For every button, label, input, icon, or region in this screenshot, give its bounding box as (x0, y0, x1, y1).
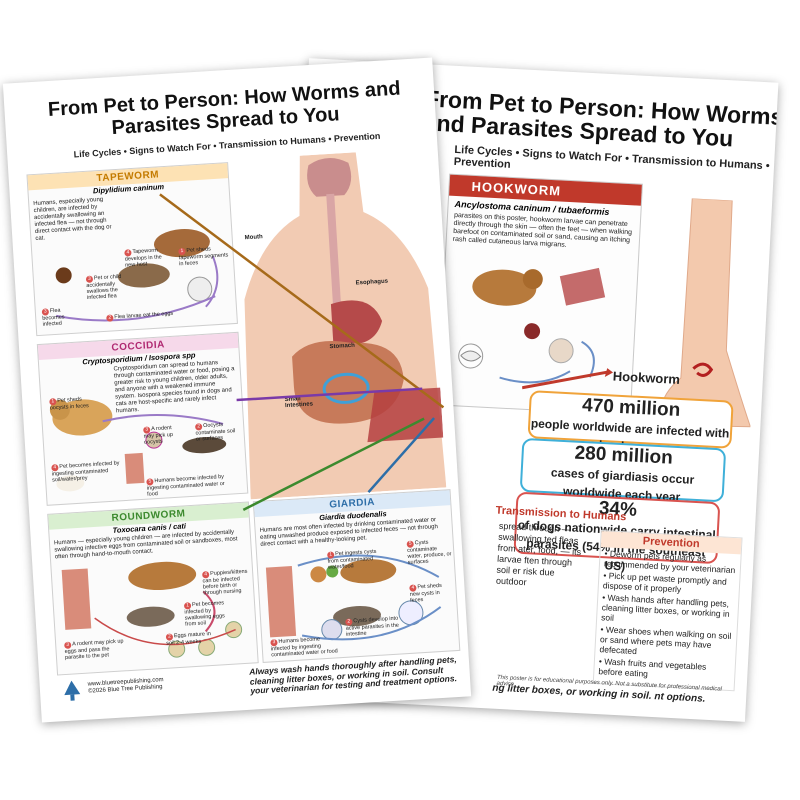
tree-logo-icon (64, 680, 81, 701)
roundworm-lifecycle-illustration (61, 561, 243, 658)
dog-head-illustration (522, 269, 543, 290)
puppy-white-illustration (56, 475, 85, 492)
coccidia-panel: COCCIDIA Cryptosporidium / Isospora spp … (36, 331, 249, 506)
hookworm-lifecycle-illustration (458, 267, 606, 384)
prevention-panel: Prevention • Deworm pets regularly as re… (592, 530, 743, 692)
intestine-illustration (524, 323, 541, 340)
human-body-illustration (244, 152, 447, 500)
back-poster-title: From Pet to Person: How Worms and Parasi… (423, 85, 779, 152)
produce-illustration (310, 566, 327, 583)
mouth-organ (307, 158, 352, 197)
giardia-lifecycle-illustration (265, 554, 442, 641)
transmission-text: spread through — swallowing ted fleas fr… (495, 520, 582, 588)
human-illustration (61, 568, 92, 630)
stat-value: 470 million (581, 394, 681, 422)
human-torso-illustration (124, 452, 145, 484)
dog-illustration (117, 263, 170, 288)
mole-illustration (182, 437, 227, 454)
front-poster: From Pet to Person: How Worms and Parasi… (2, 57, 472, 723)
tapeworm-panel: TAPEWORM Dipylidium caninum Humans, espe… (26, 162, 238, 337)
hookworm-panel: HOOKWORM Ancylostoma caninum / tubaeform… (437, 173, 643, 416)
coccidia-lifecycle-illustration (49, 399, 227, 492)
cat-illustration (333, 606, 381, 627)
skin-section-illustration (559, 267, 606, 306)
egg-circle-illustration (548, 338, 574, 364)
roundworm-panel: ROUNDWORM Toxocara canis / cati Humans —… (47, 501, 259, 676)
back-poster: From Pet to Person: How Worms and Parasi… (275, 58, 779, 722)
larvae-circle-illustration (458, 343, 484, 369)
giardia-panel: GIARDIA Giardia duodenalis Humans are mo… (252, 489, 461, 663)
human-illustration (265, 565, 297, 638)
foot-illustration (659, 197, 752, 428)
hookworm-pointer-arrow (521, 368, 614, 390)
flea-illustration (55, 267, 72, 284)
worm-illustration (202, 590, 216, 633)
dog-illustration (472, 269, 537, 306)
intestine-closeup (367, 387, 444, 443)
organ-label: Small Intestines (284, 396, 314, 410)
publisher-info: www.bluetreepublishing.com ©2026 Blue Tr… (88, 677, 165, 696)
dog-illustration (340, 559, 397, 584)
stat-value: 280 million (574, 442, 674, 469)
dog-illustration (128, 561, 197, 591)
organ-label: Mouth (244, 234, 263, 242)
hookworm-on-foot (692, 362, 714, 377)
cat-illustration (126, 606, 175, 627)
oocyst-circle (145, 431, 163, 449)
